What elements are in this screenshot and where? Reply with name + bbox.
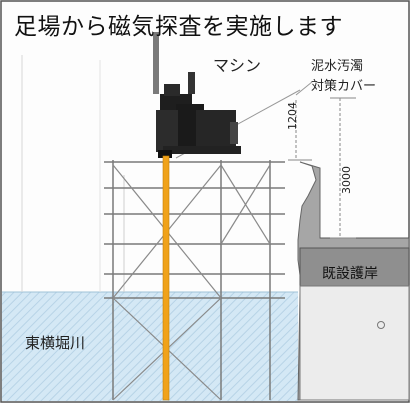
page-title: 足場から磁気探査を実施します [14,14,343,40]
cover-leader-tick [295,81,313,96]
scaffold-frame [104,160,285,400]
revetment-label: 既設護岸 [322,266,378,282]
drill-mast [153,32,159,94]
cover-label: 泥水汚濁 対策カバー [311,57,376,97]
river-label: 東横堀川 [25,334,86,352]
clearance-dimension: 1204 [286,102,299,130]
machine-label: マシン [213,56,262,75]
river-water [2,292,298,401]
revetment-wall [299,285,410,401]
revetment-cap [299,247,410,287]
boring-machine [156,72,241,158]
boring-rod [162,155,170,401]
cover-label-line1: 泥水汚濁 [311,59,364,74]
anchor-hole [377,321,385,329]
height-dimension: 3000 [340,166,353,194]
cover-label-line2: 対策カバー [311,79,377,94]
